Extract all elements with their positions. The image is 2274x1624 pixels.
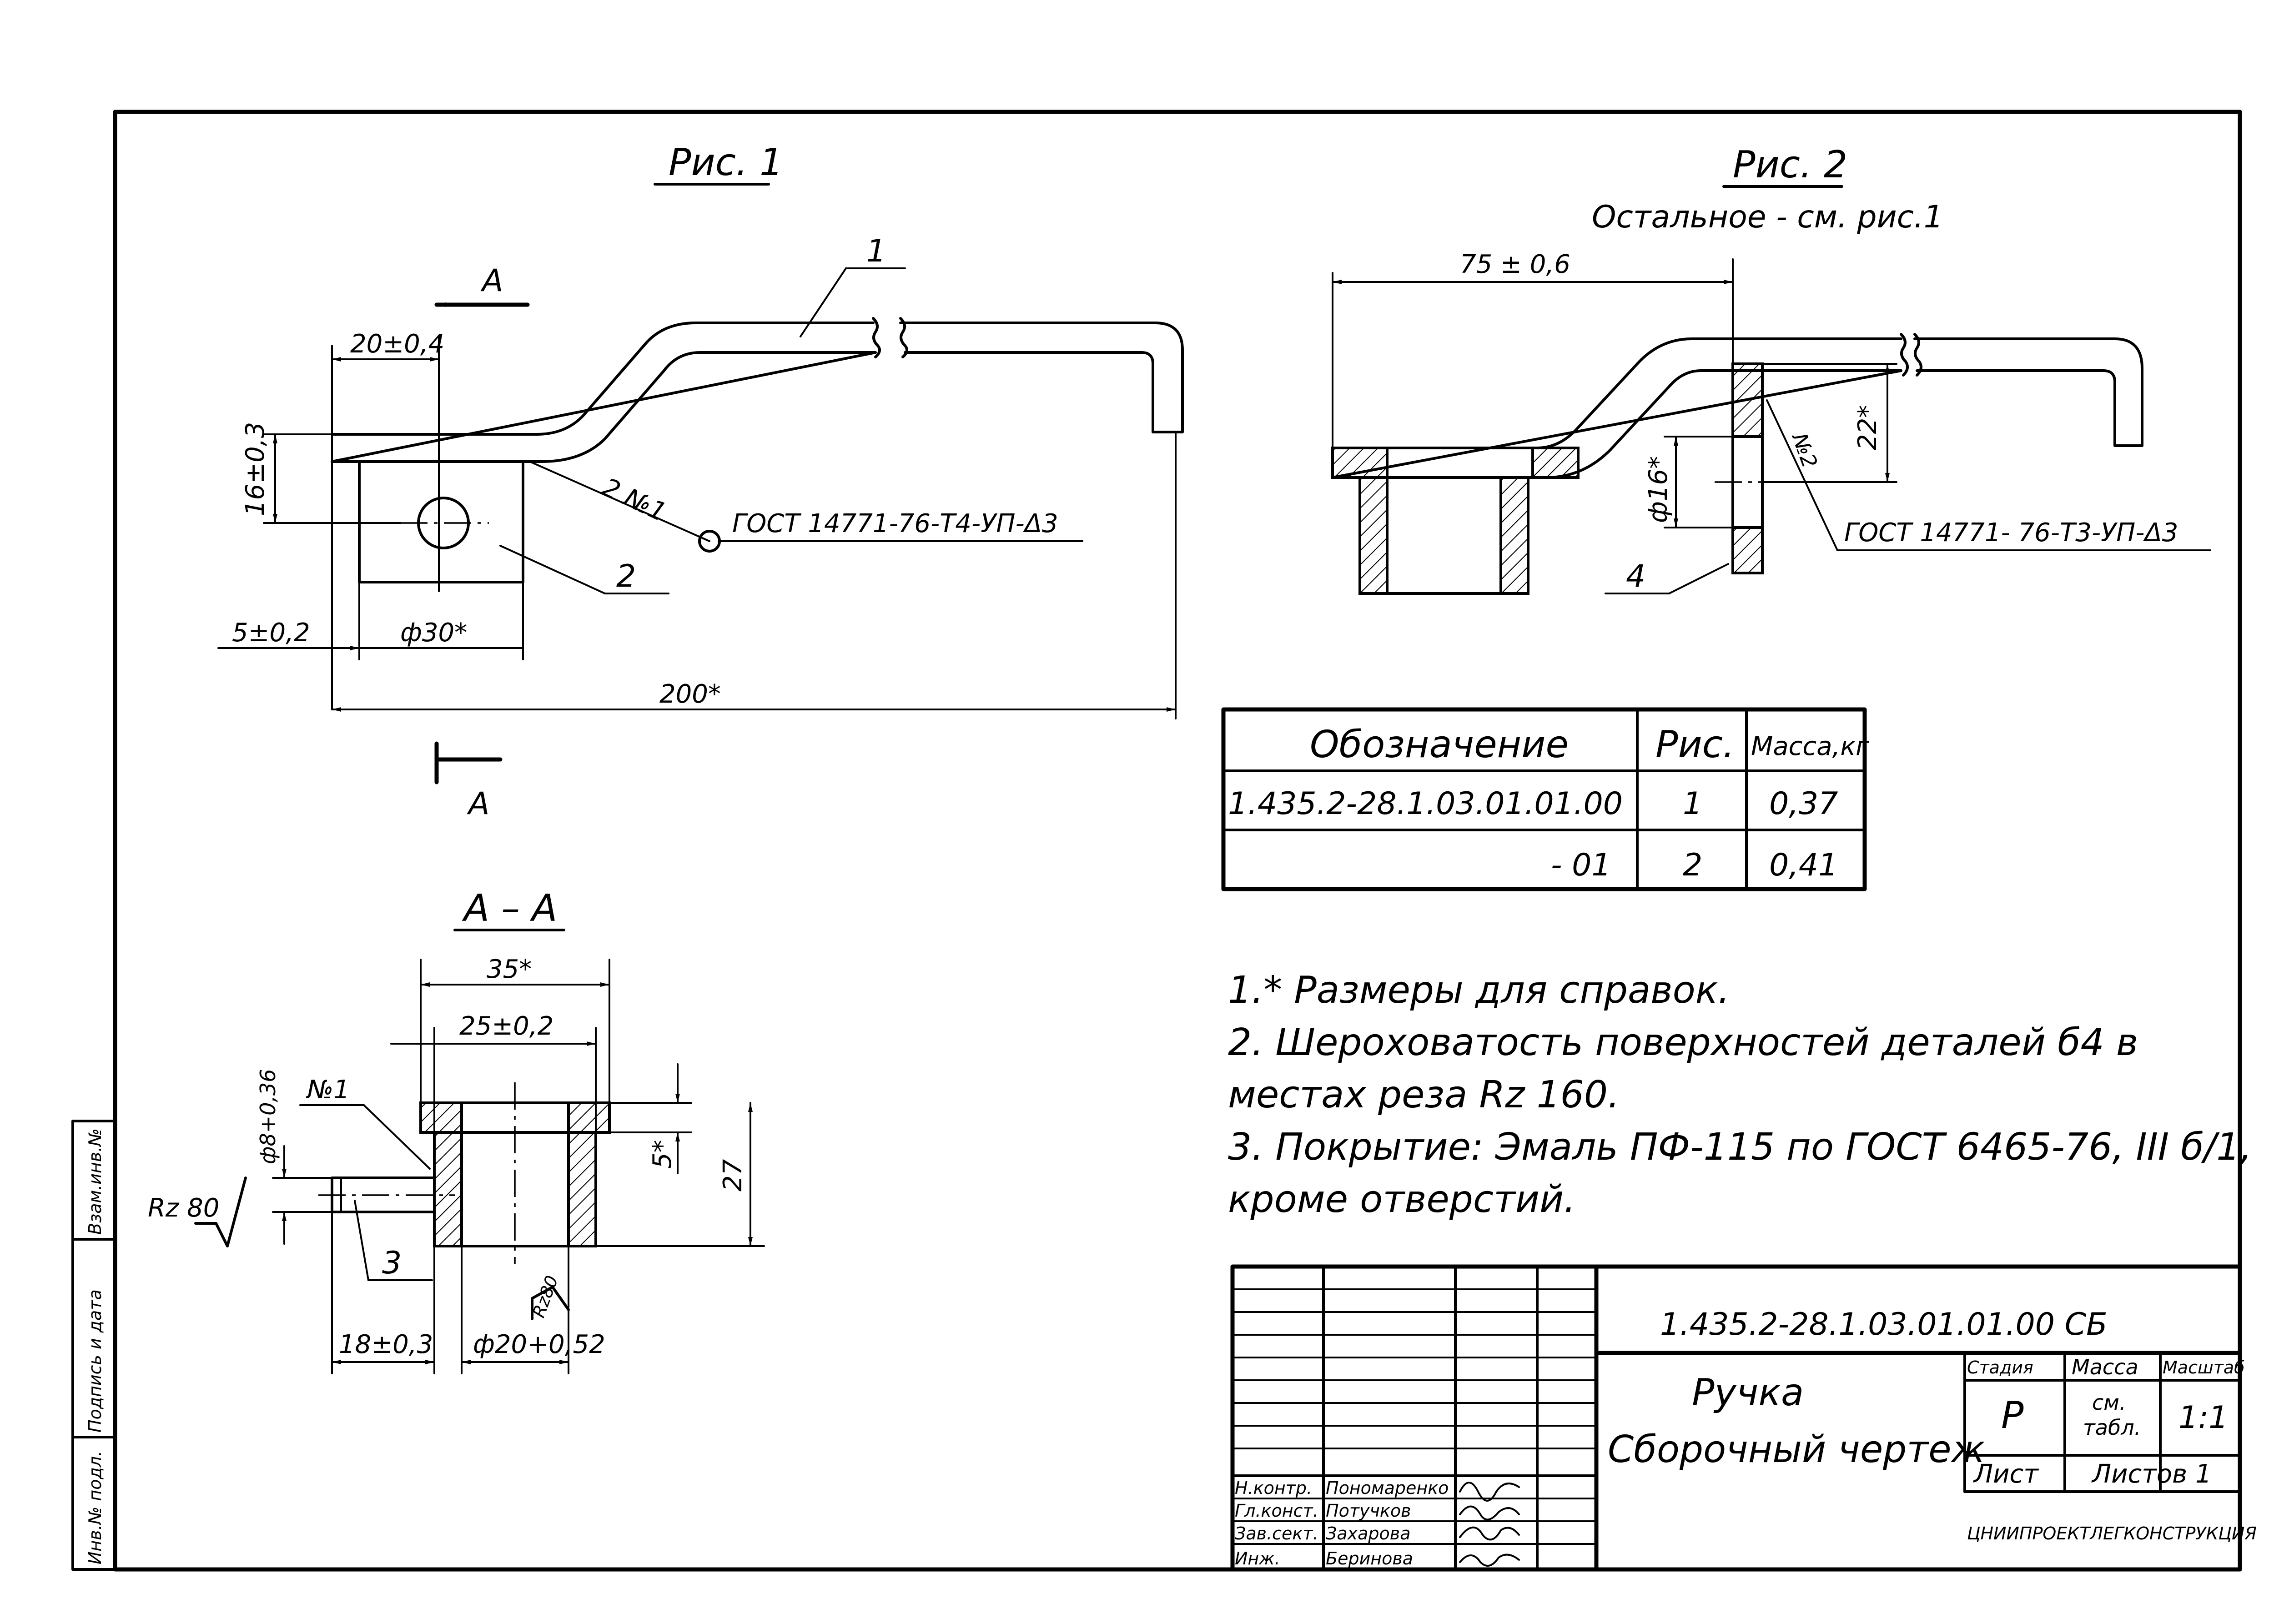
stamp-replace-label: Взам.инв.№: [85, 1128, 105, 1235]
title-name-line-2: Сборочный чертеж: [1608, 1428, 1985, 1471]
fig1-weld-label: 2 №1: [598, 473, 671, 528]
section-dim-18: 18±0,3: [339, 1330, 433, 1359]
title-mass-line-1: см.: [2092, 1390, 2126, 1415]
fig1-dim-200: 200*: [659, 679, 721, 709]
note-line-2: 2. Шероховатость поверхностей деталей б4…: [1228, 1021, 2138, 1064]
table-row-1-designation: 1.435.2-28.1.03.01.01.00: [1228, 786, 1623, 822]
note-line-4: 3. Покрытие: Эмаль ПФ-115 по ГОСТ 6465-7…: [1228, 1126, 2252, 1169]
table-header-figure: Рис.: [1655, 723, 1735, 766]
signature-mark-1: [1459, 1482, 1520, 1502]
fig1-handle-bar: [331, 322, 1184, 463]
title-sheet-label: Лист: [1973, 1459, 2039, 1489]
signature-mark-3: [1459, 1526, 1520, 1541]
section-dim-d20: ф20+0,52: [473, 1330, 605, 1359]
section-a-a: А – А 35* 25±0,2 5* 27: [148, 887, 765, 1374]
fig1-section-mark-top: А: [480, 263, 503, 299]
fig2-bushing: [1358, 476, 1389, 595]
fig1-section-mark-bottom: А: [467, 786, 490, 822]
fig1-dim-d30: ф30*: [400, 618, 467, 648]
fig2-gost: ГОСТ 14771- 76-Т3-УП-Δ3: [1844, 518, 2178, 548]
fig1-gost: ГОСТ 14771-76-Т4-УП-Δ3: [732, 509, 1058, 538]
title-name-1: Пономаренко: [1326, 1478, 1449, 1498]
table-header-mass: Масса,кг: [1751, 732, 1869, 761]
fig2-subtitle: Остальное - см. рис.1: [1592, 199, 1943, 235]
title-designation: 1.435.2-28.1.03.01.01.00 СБ: [1660, 1307, 2108, 1342]
title-name-4: Беринова: [1326, 1549, 1413, 1569]
table-row-2-mass: 0,41: [1769, 847, 1838, 883]
fig1-dim-20: 20±0,4: [350, 329, 444, 359]
fig2-dim-22: 22*: [1853, 405, 1882, 450]
fig1-plate: [358, 460, 524, 583]
title-col-scale: Масштаб: [2163, 1358, 2245, 1378]
fig2-dim-75: 75 ± 0,6: [1460, 250, 1570, 279]
fig1-dim-16: 16±0,3: [241, 422, 270, 516]
title-col-stage: Стадия: [1967, 1358, 2033, 1378]
fig1-pos-1: 1: [866, 233, 886, 269]
note-line-1: 1.* Размеры для справок.: [1228, 969, 1730, 1012]
section-rz80: Rz 80: [148, 1193, 219, 1223]
section-dim-5: 5*: [648, 1140, 677, 1169]
fig2-dim-d16: ф16*: [1644, 456, 1673, 523]
stamp-inventory-label: Инв.№ подл.: [85, 1451, 105, 1564]
table-row-1-figure: 1: [1683, 786, 1702, 822]
title-sheets-label: Листов 1: [2091, 1459, 2212, 1489]
title-role-4: Инж.: [1235, 1549, 1280, 1569]
figure-1: Рис. 1 А А 20±0,4 16±0,3 5±0,2: [217, 141, 1184, 822]
section-dim-27: 27: [718, 1159, 748, 1192]
section-title: А – А: [462, 887, 557, 930]
technical-notes: 1.* Размеры для справок. 2. Шероховатост…: [1228, 969, 2252, 1221]
section-dim-d8: ф8+0,36: [256, 1069, 280, 1164]
table-row-1-mass: 0,37: [1769, 786, 1838, 822]
table-row-2-figure: 2: [1683, 847, 1702, 883]
fig2-title: Рис. 2: [1733, 143, 1847, 186]
signature-mark-4: [1459, 1554, 1520, 1567]
fig1-pos-2: 2: [616, 558, 636, 594]
title-scale: 1:1: [2178, 1400, 2228, 1436]
title-role-3: Зав.сект.: [1235, 1523, 1318, 1544]
title-col-mass: Масса: [2072, 1355, 2138, 1379]
title-name-2: Потучков: [1326, 1501, 1411, 1521]
table-row-2-designation: - 01: [1551, 847, 1611, 883]
signature-mark-2: [1459, 1505, 1520, 1521]
section-weld-label: №1: [306, 1075, 350, 1105]
fig2-pos-4: 4: [1626, 558, 1645, 594]
figure-2: Рис. 2 Остальное - см. рис.1 75 ± 0,6 22…: [1331, 143, 2211, 595]
title-name-line-1: Ручка: [1692, 1371, 1804, 1414]
note-line-5: кроме отверстий.: [1228, 1178, 1575, 1221]
variants-table: Обозначение Рис. Масса,кг 1.435.2-28.1.0…: [1221, 707, 1869, 891]
sheet-frame: [113, 110, 2242, 1572]
table-header-designation: Обозначение: [1310, 723, 1569, 766]
title-name-3: Захарова: [1326, 1523, 1410, 1544]
fig2-weld-label: №2: [1787, 428, 1822, 471]
fig1-dim-5: 5±0,2: [232, 618, 310, 648]
title-organization: ЦНИИПРОЕКТЛЕГКОНСТРУКЦИЯ: [1967, 1523, 2257, 1544]
stamp-signature-label: Подпись и дата: [85, 1289, 105, 1433]
fig1-title: Рис. 1: [669, 141, 783, 184]
section-dim-25: 25±0,2: [459, 1011, 553, 1041]
title-mass-line-2: табл.: [2083, 1415, 2141, 1440]
note-line-3: местах реза Rz 160.: [1228, 1073, 1620, 1116]
title-stage: Р: [2001, 1394, 2024, 1437]
section-dim-35: 35*: [487, 955, 532, 984]
section-pos-3: 3: [382, 1245, 402, 1281]
title-role-2: Гл.конст.: [1235, 1501, 1318, 1521]
title-block: 1.435.2-28.1.03.01.01.00 СБ Ручка Сбороч…: [1230, 1264, 2257, 1572]
side-stamp: Взам.инв.№ Подпись и дата Инв.№ подл.: [71, 1120, 116, 1571]
title-role-1: Н.контр.: [1235, 1478, 1312, 1498]
